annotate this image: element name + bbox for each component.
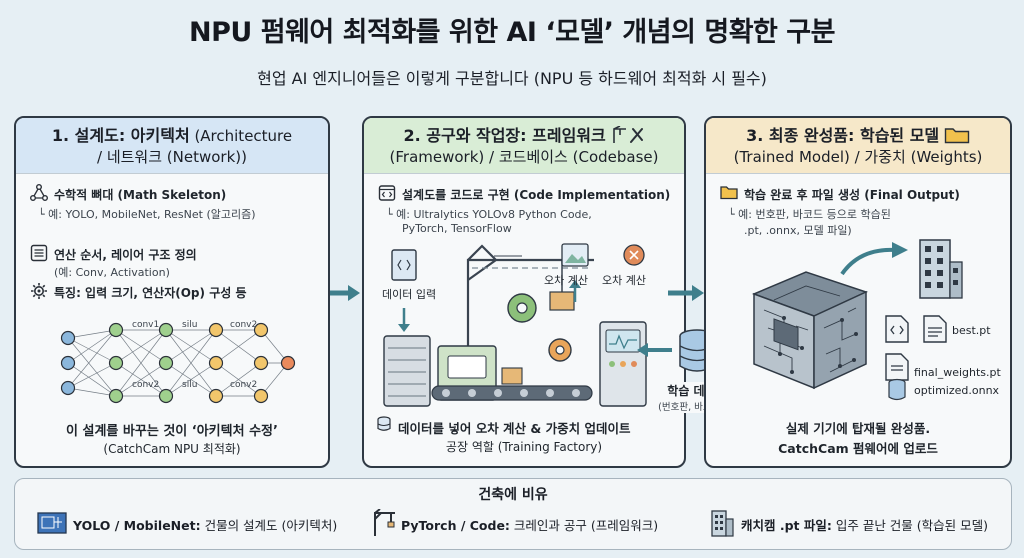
analogy-framework: PyTorch / Code: 크레인과 공구 (프레임워크) <box>401 515 658 534</box>
analogy-architecture-key: YOLO / MobileNet: <box>73 518 201 533</box>
nn-label-silu-1: silu <box>182 320 198 330</box>
panel-architecture-title: 1. 설계도: 아키텍처 <box>51 126 190 145</box>
panel-architecture-subtitle: / 네트워크 (Network)) <box>97 148 247 166</box>
code-file-icon <box>885 315 909 343</box>
folder-icon <box>944 128 970 144</box>
panel-model-header: 3. 최종 완성품: 학습된 모델 (Trained Model) / 가중치 … <box>706 118 1010 174</box>
model-file-examples: └ 예: 번호판, 바코드 등으로 학습된 <box>728 208 891 221</box>
panel-trained-model: 3. 최종 완성품: 학습된 모델 (Trained Model) / 가중치 … <box>704 116 1012 468</box>
arrow-to-device <box>840 242 908 276</box>
architecture-examples-text: 예: YOLO, MobileNet, ResNet (알고리즘) <box>48 208 256 221</box>
model-caption-sub: CatchCam 펌웨어에 업로드 <box>778 441 938 456</box>
math-skeleton-label: 수학적 뼈대 (Math Skeleton) <box>54 188 227 202</box>
framework-examples: └ 예: Ultralytics YOLOv8 Python Code, <box>386 208 592 221</box>
code-window-icon <box>378 185 396 201</box>
gear-icon <box>31 283 47 299</box>
architecture-examples: └ 예: YOLO, MobileNet, ResNet (알고리즘) <box>38 208 256 221</box>
analogy-framework-key: PyTorch / Code: <box>401 518 510 533</box>
model-file-examples-line1: 예: 번호판, 바코드 등으로 학습된 <box>738 208 891 221</box>
analogy-architecture: YOLO / MobileNet: 건물의 설계도 (아키텍처) <box>73 515 337 534</box>
neural-network-diagram <box>60 322 296 404</box>
panel-model-title: 3. 최종 완성품: 학습된 모델 <box>746 126 940 145</box>
arrow-framework-to-model <box>668 285 704 301</box>
page-title: NPU 펌웨어 최적화를 위한 AI ‘모델’ 개념의 명확한 구분 <box>189 17 835 48</box>
analogy-architecture-text: 건물의 설계도 (아키텍처) <box>200 518 338 533</box>
framework-examples-line1: 예: Ultralytics YOLOv8 Python Code, <box>396 208 592 221</box>
crane-tools-icon <box>612 125 643 143</box>
framework-caption: 데이터를 넣어 오차 계산 & 가중치 업데이트 <box>398 421 631 436</box>
architecture-feature-label: 특징: 입력 크기, 연산자(Op) 구성 등 <box>54 286 247 300</box>
training-factory-illustration <box>383 243 647 407</box>
panel-framework: 2. 공구와 작업장: 프레임워크 (Framework) / 코드베이스 (C… <box>362 116 686 468</box>
layer-structure-example: (예: Conv, Activation) <box>54 266 170 279</box>
folder-small-icon <box>720 186 738 200</box>
final-output-label: 학습 완료 후 파일 생성 (Final Output) <box>744 188 960 202</box>
layer-structure-label: 연산 순서, 레이어 구조 정의 <box>54 248 197 262</box>
panel-framework-header: 2. 공구와 작업장: 프레임워크 (Framework) / 코드베이스 (C… <box>364 118 684 174</box>
analogy-model: 캐치캠 .pt 파일: 입주 끝난 건물 (학습된 모델) <box>741 515 988 534</box>
error-calc-label-2: 오차 계산 <box>602 274 646 287</box>
framework-examples-line2: PyTorch, TensorFlow <box>402 222 512 235</box>
arrow-architecture-to-framework <box>330 285 360 301</box>
npu-chip-cube <box>751 271 869 390</box>
list-icon <box>30 244 48 262</box>
file-optimized-onnx: optimized.onnx <box>914 384 1000 397</box>
architecture-caption-sub: (CatchCam NPU 최적화) <box>103 442 241 456</box>
file-best-pt: best.pt <box>952 324 991 337</box>
nn-label-silu-2: silu <box>182 380 198 390</box>
panel-model-subtitle: (Trained Model) / 가중치 (Weights) <box>733 148 983 166</box>
error-calc-label-1: 오차 계산 <box>544 274 588 287</box>
analogy-framework-text: 크레인과 공구 (프레임워크) <box>509 518 659 533</box>
office-building-icon <box>711 510 734 537</box>
building-icon <box>919 239 963 299</box>
analogy-model-text: 입주 끝난 건물 (학습된 모델) <box>831 518 988 533</box>
analogy-footer: 건축에 비유 YOLO / MobileNet: 건물의 설계도 (아키텍처) … <box>14 478 1012 550</box>
arrow-to-training-data <box>637 343 672 357</box>
code-implementation-label: 설계도를 코드로 구현 (Code Implementation) <box>402 188 671 202</box>
nn-label-conv2-2: conv2 <box>132 380 160 390</box>
architecture-caption: 이 설계를 바꾸는 것이 ‘아키텍처 수정’ <box>66 424 278 439</box>
framework-caption-sub: 공장 역할 (Training Factory) <box>445 440 603 454</box>
page-subtitle: 현업 AI 엔지니어들은 이렇게 구분합니다 (NPU 등 하드웨어 최적화 시… <box>257 69 767 88</box>
model-caption: 실제 기기에 탑재될 완성품. <box>785 421 931 436</box>
nn-label-conv1: conv1 <box>132 320 160 330</box>
panel-framework-title: 2. 공구와 작업장: 프레임워크 <box>403 126 606 145</box>
weights-file-icon <box>885 353 909 381</box>
onnx-database-icon <box>888 378 906 401</box>
nn-label-conv2-3: conv2 <box>230 380 258 390</box>
blueprint-icon <box>37 512 67 534</box>
crane-icon <box>374 509 395 536</box>
panel-architecture-header: 1. 설계도: 아키텍처 (Architecture / 네트워크 (Netwo… <box>16 118 328 174</box>
model-file-examples-line2: .pt, .onnx, 모델 파일) <box>744 224 852 237</box>
data-input-label: 데이터 입력 <box>382 288 437 301</box>
nn-label-conv2-1: conv2 <box>230 320 258 330</box>
analogy-model-key: 캐치캠 .pt 파일: <box>741 518 832 533</box>
panel-framework-subtitle: (Framework) / 코드베이스 (Codebase) <box>389 148 659 166</box>
database-small-icon <box>377 416 391 431</box>
network-nodes-icon <box>30 184 48 201</box>
panel-architecture-title-en: (Architecture <box>189 127 293 145</box>
panel-architecture: 1. 설계도: 아키텍처 (Architecture / 네트워크 (Netwo… <box>14 116 330 468</box>
document-file-icon <box>923 315 947 343</box>
file-final-weights: final_weights.pt <box>914 366 1001 379</box>
analogy-title: 건축에 비유 <box>478 487 548 503</box>
